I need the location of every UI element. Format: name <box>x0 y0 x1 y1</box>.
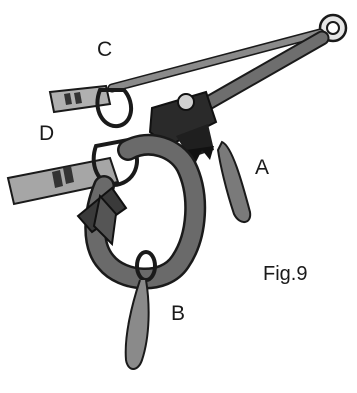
hanging-loop-b <box>126 280 149 369</box>
figure-caption: Fig.9 <box>263 264 307 284</box>
tail-loop-a <box>218 142 250 222</box>
callout-a: A <box>255 157 269 178</box>
callout-d: D <box>39 123 54 144</box>
callout-c: C <box>97 39 112 60</box>
callout-b: B <box>171 303 185 324</box>
